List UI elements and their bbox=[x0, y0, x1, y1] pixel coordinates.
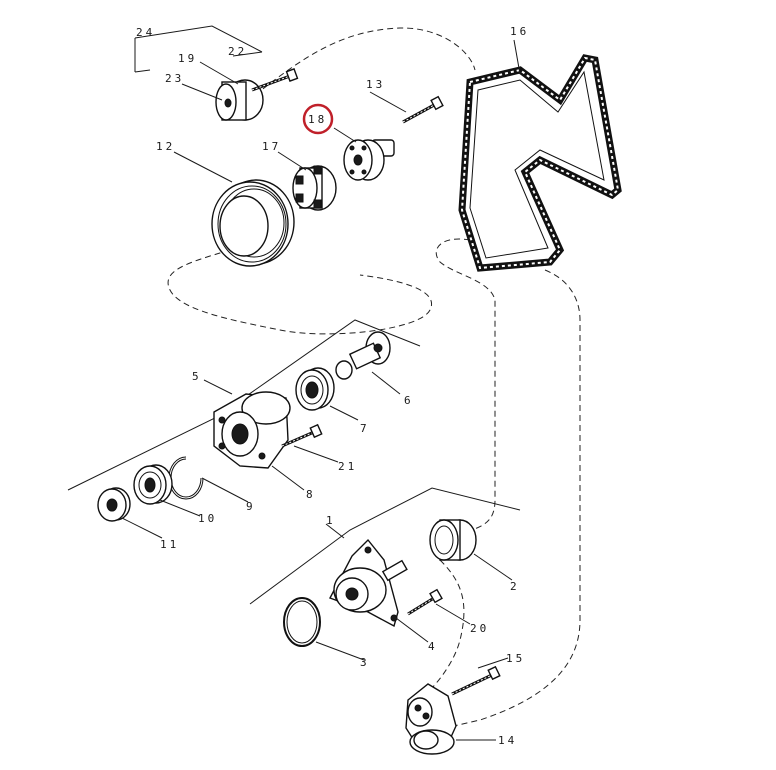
roller-part-2[interactable] bbox=[429, 519, 477, 561]
belt-routing-dashed-right-long bbox=[435, 238, 496, 531]
grooved-pulley-part-12[interactable] bbox=[211, 179, 295, 267]
callout-labels: 24 19 22 23 16 13 18 17 12 5 6 7 21 8 9 … bbox=[136, 25, 529, 747]
callout-20[interactable]: 20 bbox=[470, 622, 489, 635]
belt-routing-dashed-pulley-loop bbox=[167, 249, 433, 335]
belt-routing-dashed-tensioner bbox=[429, 559, 465, 691]
highlight-circle-18 bbox=[302, 103, 334, 135]
group-bracket-1 bbox=[249, 487, 521, 605]
serpentine-belt-part-16[interactable] bbox=[458, 54, 622, 272]
shaft-part-6[interactable] bbox=[335, 331, 391, 380]
bearing-part-10[interactable] bbox=[133, 464, 173, 505]
idler-pulley-part-23[interactable] bbox=[215, 79, 264, 121]
callout-21[interactable]: 21 bbox=[338, 460, 357, 473]
callout-5[interactable]: 5 bbox=[192, 370, 202, 383]
belt-routing-dashed-far-right bbox=[444, 269, 581, 729]
snap-ring-part-9[interactable] bbox=[168, 456, 204, 500]
leader-lines bbox=[121, 39, 521, 741]
belt-routing-dashed-upper bbox=[254, 27, 476, 96]
callout-6[interactable]: 6 bbox=[404, 394, 414, 407]
group-bracket-24 bbox=[134, 25, 263, 53]
callout-8[interactable]: 8 bbox=[306, 488, 316, 501]
callout-3[interactable]: 3 bbox=[360, 656, 370, 669]
callout-9[interactable]: 9 bbox=[246, 500, 256, 513]
tensioner-part-14[interactable] bbox=[405, 683, 457, 755]
bolt-part-13[interactable] bbox=[402, 95, 444, 124]
seal-part-11[interactable] bbox=[97, 487, 131, 522]
bolt-part-15[interactable] bbox=[451, 665, 501, 696]
bolt-part-22[interactable] bbox=[251, 68, 299, 92]
callout-7[interactable]: 7 bbox=[360, 422, 370, 435]
bolt-part-21[interactable] bbox=[281, 423, 323, 448]
callout-14[interactable]: 14 bbox=[498, 734, 517, 747]
callout-24[interactable]: 24 bbox=[136, 26, 155, 39]
coupling-part-17[interactable] bbox=[292, 165, 337, 211]
housing-part-8[interactable] bbox=[213, 391, 291, 469]
callout-13[interactable]: 13 bbox=[366, 78, 385, 91]
callout-16[interactable]: 16 bbox=[510, 25, 529, 38]
callout-4[interactable]: 4 bbox=[428, 640, 438, 653]
group-bracket-5 bbox=[67, 319, 421, 491]
water-pump-part-4[interactable] bbox=[329, 538, 408, 628]
callout-23[interactable]: 23 bbox=[165, 72, 184, 85]
callout-1[interactable]: 1 bbox=[326, 514, 336, 527]
callout-2[interactable]: 2 bbox=[510, 580, 520, 593]
bearing-part-7[interactable] bbox=[295, 367, 335, 411]
bolt-part-20[interactable] bbox=[407, 588, 443, 616]
callout-10[interactable]: 10 bbox=[198, 512, 217, 525]
o-ring-part-3[interactable] bbox=[283, 597, 321, 647]
callout-22[interactable]: 22 bbox=[228, 45, 247, 58]
hub-part-18[interactable] bbox=[343, 139, 395, 181]
callout-19[interactable]: 19 bbox=[178, 52, 197, 65]
callout-17[interactable]: 17 bbox=[262, 140, 281, 153]
callout-15[interactable]: 15 bbox=[506, 652, 525, 665]
callout-11[interactable]: 11 bbox=[160, 538, 179, 551]
callout-12[interactable]: 12 bbox=[156, 140, 175, 153]
callout-18[interactable]: 18 bbox=[308, 113, 327, 126]
